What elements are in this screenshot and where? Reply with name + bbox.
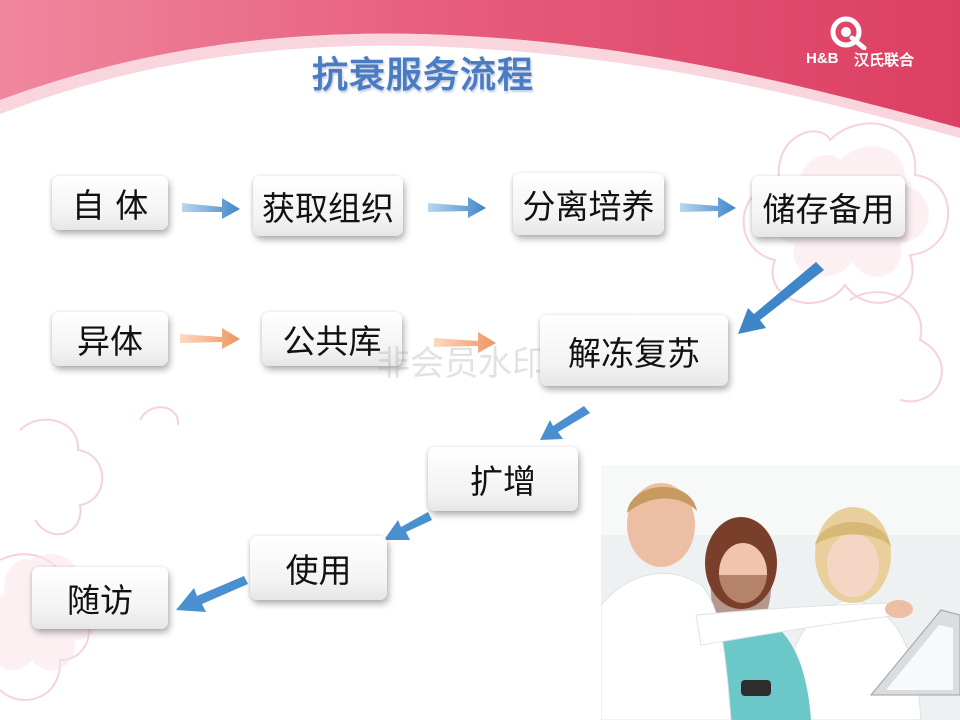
arrow-allogeneic-to-public <box>180 328 240 349</box>
logo-text: H&B <box>806 50 839 67</box>
step-obtain-tissue: 获取组织 <box>253 176 403 236</box>
arrow-autologous-to-obtain <box>182 198 240 219</box>
arrow-public-to-thaw <box>434 332 496 353</box>
step-follow-up: 随访 <box>32 567 168 629</box>
step-storage: 储存备用 <box>752 176 905 237</box>
arrow-expand-to-use <box>384 512 432 540</box>
arrow-separate-to-storage <box>680 197 736 218</box>
step-autologous: 自 体 <box>52 176 168 230</box>
tablet-icon <box>869 609 960 696</box>
watermark-text: 非会员水印 <box>376 344 546 384</box>
step-public-bank: 公共库 <box>262 312 402 366</box>
step-use: 使用 <box>250 536 387 600</box>
arrow-obtain-to-separate <box>428 197 486 218</box>
page-title: 抗衰服务流程 <box>312 55 535 96</box>
step-separate-culture: 分离培养 <box>513 173 664 235</box>
arrow-use-to-followup <box>176 576 248 612</box>
step-allogeneic: 异体 <box>52 312 168 366</box>
logo-mark-icon <box>830 16 867 50</box>
person-left-icon <box>601 483 913 720</box>
step-expand: 扩增 <box>428 447 578 511</box>
arrow-storage-to-thaw <box>738 262 824 334</box>
logo-brand-name: 汉氏联合 <box>854 51 915 69</box>
brand-logo: H&B 汉氏联合 <box>806 14 936 69</box>
step-thaw-revive: 解冻复苏 <box>540 315 728 386</box>
team-photo <box>601 465 960 720</box>
team-photo-illustration <box>601 465 960 720</box>
arrow-thaw-to-expand <box>540 406 590 440</box>
